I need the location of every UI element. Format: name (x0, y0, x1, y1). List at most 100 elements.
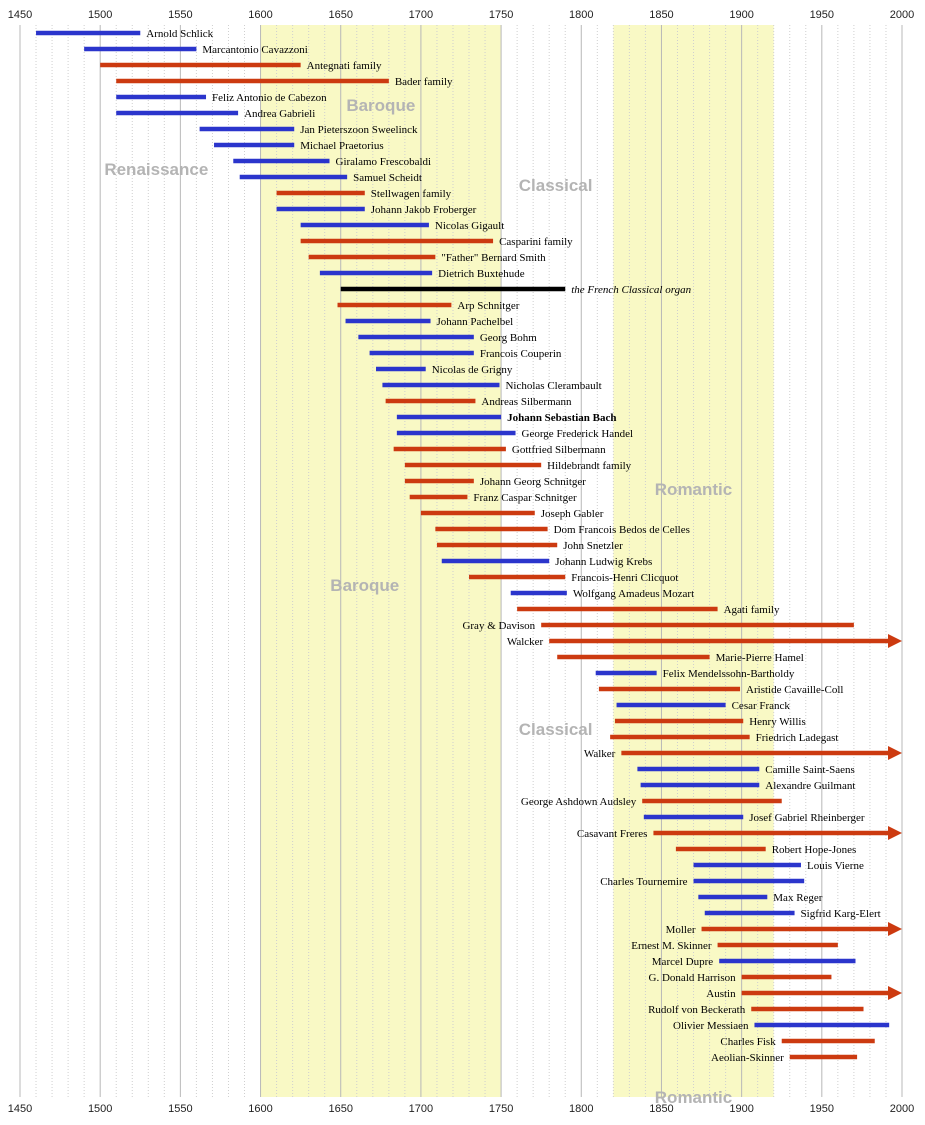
bar-27 (404, 462, 542, 468)
bar-62 (754, 1022, 890, 1028)
x-tick-label-top-1550: 1550 (168, 9, 192, 21)
bar-2 (100, 62, 301, 68)
bar-label-28: Johann Georg Schnitger (480, 476, 586, 488)
bar-39 (557, 654, 710, 660)
x-tick-label-top-1950: 1950 (810, 9, 834, 21)
bar-25 (396, 430, 516, 436)
bar-arrowhead-45 (888, 746, 902, 760)
bar-51 (675, 846, 766, 852)
bar-label-61: Rudolf von Beckerath (648, 1004, 746, 1016)
x-tick-label-top-2000: 2000 (890, 9, 914, 21)
bar-64 (789, 1054, 858, 1060)
bar-label-39: Marie-Pierre Hamel (716, 652, 804, 664)
bar-41 (598, 686, 741, 692)
bar-label-60: Austin (706, 988, 736, 1000)
bar-21 (376, 366, 426, 372)
x-tick-label-bottom-1700: 1700 (409, 1103, 433, 1115)
bar-label-24: Johann Sebastian Bach (507, 412, 616, 424)
bar-44 (610, 734, 750, 740)
bar-label-64: Aeolian-Skinner (711, 1052, 784, 1064)
bar-label-30: Joseph Gabler (541, 508, 604, 520)
bar-12 (300, 222, 429, 228)
bar-label-32: John Snetzler (563, 540, 623, 552)
bar-9 (239, 174, 348, 180)
bar-55 (704, 910, 795, 916)
x-tick-label-bottom-1650: 1650 (328, 1103, 352, 1115)
x-tick-label-top-1750: 1750 (489, 9, 513, 21)
bar-label-4: Feliz Antonio de Cabezon (212, 92, 327, 104)
bar-label-56: Moller (666, 924, 696, 936)
bar-14 (308, 254, 436, 260)
bar-label-62: Olivier Messiaen (673, 1020, 749, 1032)
x-tick-label-top-1600: 1600 (248, 9, 272, 21)
bar-17 (337, 302, 452, 308)
bar-label-22: Nicholas Clerambault (505, 380, 601, 392)
bar-arrowhead-60 (888, 986, 902, 1000)
bar-label-14: "Father" Bernard Smith (441, 252, 546, 264)
bar-label-59: G. Donald Harrison (649, 972, 737, 984)
bar-36 (517, 606, 718, 612)
bar-label-44: Friedrich Ladegast (756, 732, 839, 744)
x-tick-label-top-1650: 1650 (328, 9, 352, 21)
bar-label-16: the French Classical organ (571, 284, 691, 296)
bar-49 (643, 814, 744, 820)
bar-1 (84, 46, 197, 52)
bar-label-31: Dom Francois Bedos de Celles (554, 524, 690, 536)
era-label-2: Classical (519, 176, 593, 195)
bar-label-2: Antegnati family (307, 60, 382, 72)
x-tick-label-top-1900: 1900 (729, 9, 753, 21)
bar-33 (441, 558, 550, 564)
period-highlight-1 (613, 25, 774, 1097)
era-label-3: Romantic (655, 480, 732, 499)
bar-60 (741, 990, 888, 996)
bar-label-43: Henry Willis (749, 716, 806, 728)
bar-45 (621, 750, 888, 756)
bar-label-33: Johann Ludwig Krebs (555, 556, 652, 568)
bar-label-5: Andrea Gabrieli (244, 108, 315, 120)
bar-label-38: Walcker (507, 636, 544, 648)
era-label-1: Renaissance (104, 160, 208, 179)
x-tick-label-bottom-1850: 1850 (649, 1103, 673, 1115)
bar-18 (345, 318, 431, 324)
bar-5 (116, 110, 239, 116)
bar-38 (549, 638, 888, 644)
x-tick-label-bottom-1500: 1500 (88, 1103, 112, 1115)
bar-53 (693, 878, 805, 884)
bar-label-0: Arnold Schlick (146, 28, 213, 40)
bar-label-7: Michael Praetorius (300, 140, 383, 152)
bar-label-3: Bader family (395, 76, 453, 88)
bar-arrowhead-38 (888, 634, 902, 648)
bar-label-55: Sigfrid Karg-Elert (801, 908, 881, 920)
bar-label-9: Samuel Scheidt (353, 172, 422, 184)
bar-0 (36, 30, 141, 36)
bar-label-57: Ernest M. Skinner (631, 940, 712, 952)
bar-47 (640, 782, 760, 788)
bar-label-53: Charles Tournemire (600, 876, 687, 888)
bar-43 (614, 718, 744, 724)
bar-label-54: Max Reger (773, 892, 823, 904)
bar-50 (653, 830, 888, 836)
bar-32 (436, 542, 558, 548)
bar-label-52: Louis Vierne (807, 860, 864, 872)
bar-label-41: Aristide Cavaille-Coll (746, 684, 843, 696)
era-label-0: Baroque (346, 96, 415, 115)
era-label-4: Baroque (330, 576, 399, 595)
x-tick-label-top-1850: 1850 (649, 9, 673, 21)
x-tick-label-bottom-1550: 1550 (168, 1103, 192, 1115)
bar-label-15: Dietrich Buxtehude (438, 268, 525, 280)
bar-label-1: Marcantonio Cavazzoni (202, 44, 307, 56)
bar-19 (358, 334, 474, 340)
bar-label-40: Felix Mendelssohn-Bartholdy (663, 668, 795, 680)
bar-8 (233, 158, 330, 164)
bar-63 (781, 1038, 875, 1044)
bar-label-17: Arp Schnitger (457, 300, 519, 312)
bar-35 (510, 590, 567, 596)
bar-label-46: Camille Saint-Saens (765, 764, 855, 776)
x-tick-label-bottom-1750: 1750 (489, 1103, 513, 1115)
bar-37 (541, 622, 854, 628)
bar-16 (340, 286, 566, 292)
x-tick-label-top-1500: 1500 (88, 9, 112, 21)
bar-label-20: Francois Couperin (480, 348, 562, 360)
x-tick-label-bottom-1900: 1900 (729, 1103, 753, 1115)
bar-15 (319, 270, 433, 276)
